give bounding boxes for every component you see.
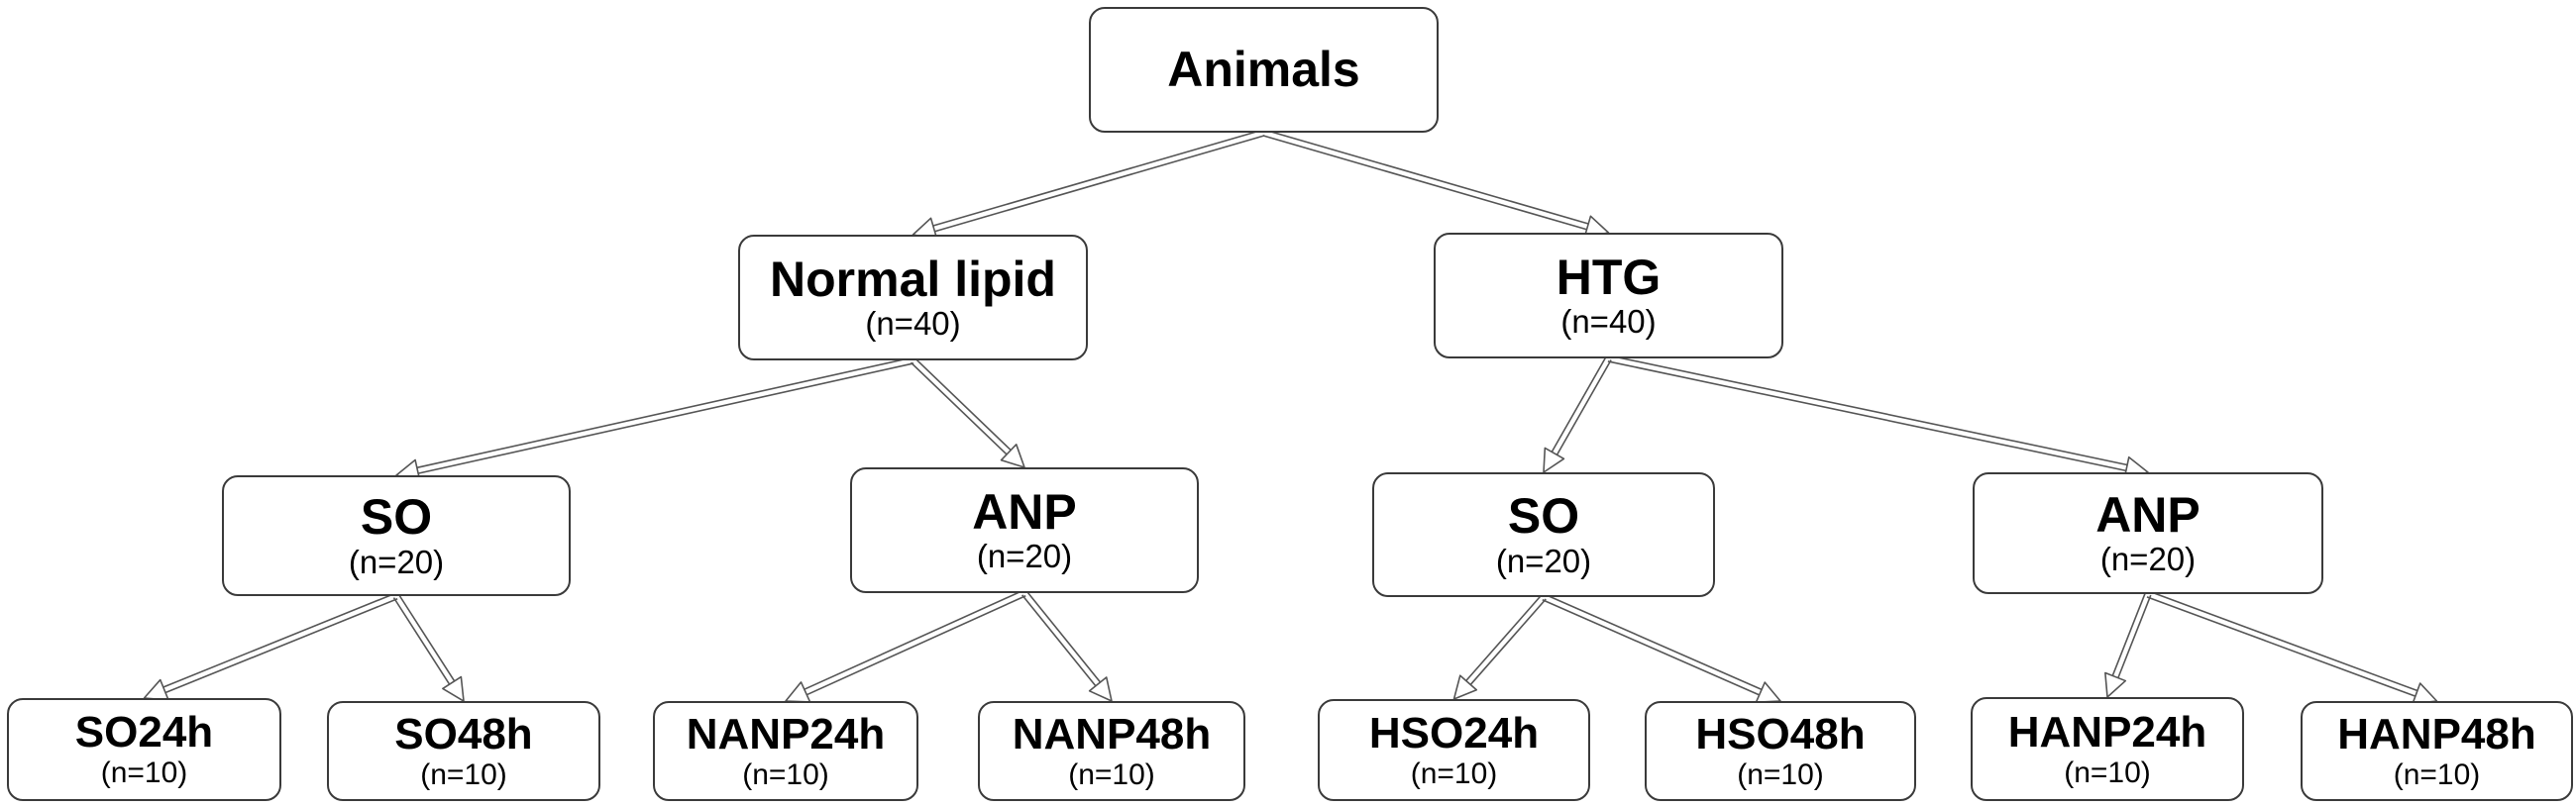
node-normal-lipid: Normal lipid (n=40): [738, 235, 1088, 360]
edge-arrow: [912, 129, 1265, 241]
edge-line: [1608, 354, 2128, 466]
node-count: (n=20): [1495, 542, 1592, 579]
edge-line: [2146, 596, 2416, 697]
arrowhead: [1452, 674, 1478, 700]
node-count: (n=10): [2393, 757, 2481, 791]
node-title: SO48h: [394, 709, 533, 758]
edge-arrow: [1542, 593, 1781, 704]
node-title: HSO24h: [1368, 708, 1540, 757]
edge-line: [2148, 590, 2418, 692]
edge-line: [804, 589, 1024, 690]
edge-line: [397, 593, 456, 682]
node-title: SO24h: [74, 708, 214, 757]
edge-arrow: [1452, 594, 1547, 700]
edge-arrow: [1021, 590, 1113, 702]
node-title: NANP48h: [1012, 709, 1212, 758]
edge-line: [1542, 599, 1760, 696]
edge-arrow: [785, 589, 1026, 703]
edge-line: [1544, 593, 1763, 691]
arrowhead: [143, 678, 169, 701]
edge-line: [1607, 360, 2127, 472]
edge-line: [1556, 359, 1612, 455]
node-title: HANP48h: [2337, 709, 2536, 758]
node-count: (n=20): [2099, 541, 2197, 578]
edge-line: [934, 135, 1265, 233]
node-title: HSO48h: [1695, 709, 1866, 758]
arrowhead: [785, 681, 811, 703]
node-hanp48h: HANP48h (n=10): [2301, 701, 2573, 801]
edge-arrow: [1262, 129, 1610, 239]
node-count: (n=10): [742, 757, 829, 791]
node-title: SO: [1507, 488, 1580, 545]
arrowhead: [2104, 671, 2127, 698]
node-so24h: SO24h (n=10): [7, 698, 281, 801]
node-count: (n=10): [1737, 757, 1824, 791]
edge-line: [416, 356, 913, 469]
arrowhead: [1088, 676, 1113, 702]
node-count: (n=10): [420, 757, 507, 791]
node-title: SO: [360, 489, 433, 546]
edge-arrow: [2146, 590, 2438, 705]
edge-line: [417, 362, 914, 474]
node-title: HTG: [1556, 249, 1662, 305]
node-title: HANP24h: [2007, 707, 2207, 757]
edge-arrow: [910, 357, 1025, 468]
arrowhead: [1543, 447, 1565, 473]
edge-arrow: [143, 592, 398, 701]
node-hso48h: HSO48h (n=10): [1645, 701, 1916, 801]
node-count: (n=10): [2064, 756, 2151, 789]
node-so-normal: SO (n=20): [222, 475, 571, 596]
edge-line: [805, 595, 1026, 696]
node-hso24h: HSO24h (n=10): [1318, 699, 1590, 801]
edge-line: [1469, 598, 1547, 685]
node-count: (n=10): [1068, 757, 1155, 791]
node-title: Animals: [1167, 42, 1360, 98]
node-title: Normal lipid: [770, 251, 1056, 307]
node-htg: HTG (n=40): [1434, 233, 1783, 358]
node-so48h: SO48h (n=10): [327, 701, 600, 801]
edge-line: [932, 129, 1263, 227]
arrowhead: [1000, 444, 1025, 468]
node-so-htg: SO (n=20): [1372, 472, 1715, 597]
edge-line: [910, 361, 1008, 455]
node-title: ANP: [2095, 486, 2200, 543]
edge-line: [164, 598, 398, 694]
edge-line: [162, 592, 396, 688]
edge-line: [1025, 590, 1102, 683]
node-nanp24h: NANP24h (n=10): [653, 701, 918, 801]
edge-arrow: [2104, 592, 2152, 698]
node-animals: Animals: [1089, 7, 1439, 133]
edge-line: [914, 357, 1012, 452]
node-title: ANP: [972, 483, 1077, 540]
edge-line: [1264, 129, 1589, 225]
node-count: (n=40): [1560, 303, 1657, 341]
edge-line: [1021, 594, 1097, 687]
arrowhead: [442, 675, 465, 702]
arrowhead: [1755, 681, 1781, 704]
edge-arrow: [395, 356, 914, 482]
edge-line: [1465, 594, 1543, 682]
node-hanp24h: HANP24h (n=10): [1971, 697, 2244, 801]
edge-arrow: [392, 593, 465, 702]
node-count: (n=20): [976, 538, 1073, 575]
node-count: (n=20): [348, 543, 445, 580]
edge-line: [1551, 356, 1607, 453]
edge-arrow: [1543, 356, 1612, 473]
edge-line: [2117, 594, 2152, 678]
node-count: (n=10): [100, 757, 188, 790]
node-count: (n=40): [865, 305, 961, 343]
node-nanp48h: NANP48h (n=10): [978, 701, 1245, 801]
node-title: NANP24h: [686, 709, 886, 758]
node-anp-normal: ANP (n=20): [850, 467, 1199, 593]
edge-arrow: [1607, 354, 2149, 480]
edge-line: [1262, 135, 1587, 231]
node-anp-htg: ANP (n=20): [1973, 472, 2323, 594]
edge-line: [392, 597, 451, 685]
edge-line: [2111, 592, 2146, 676]
node-count: (n=10): [1410, 757, 1498, 790]
